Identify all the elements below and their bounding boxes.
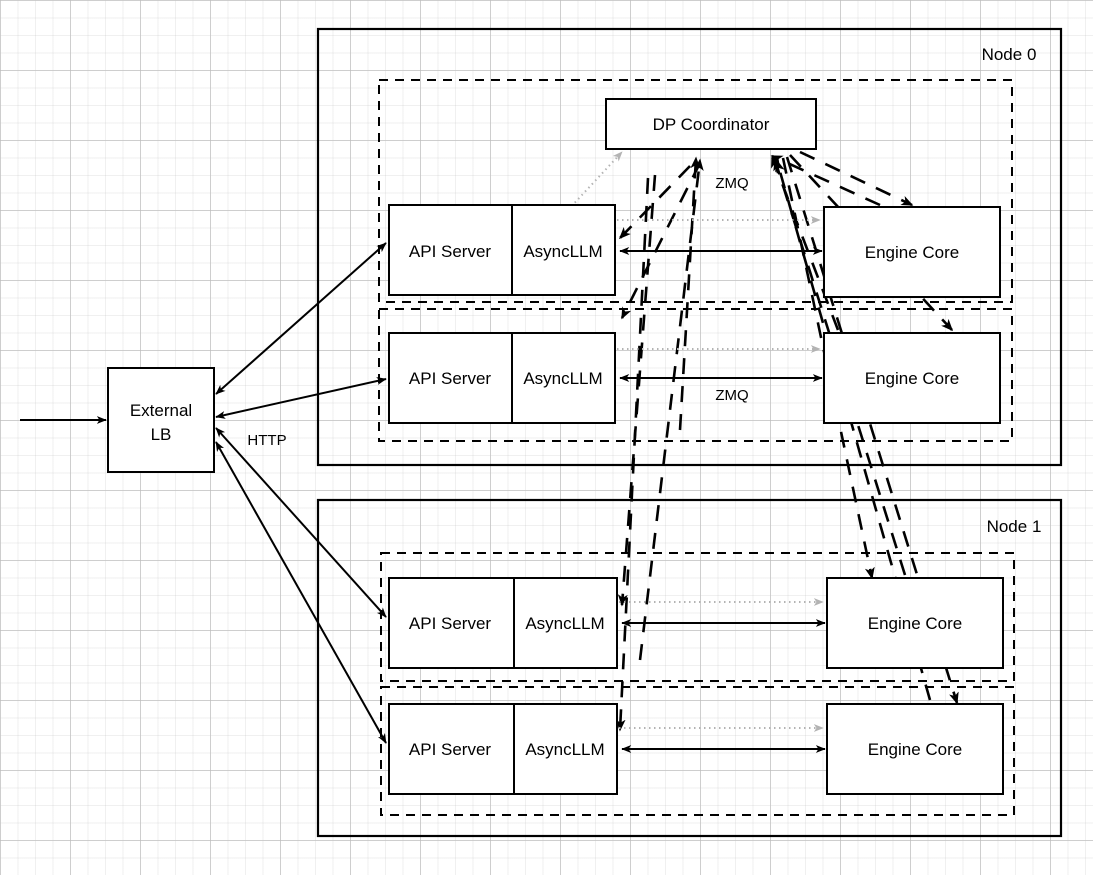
external-lb-label-line1: External xyxy=(130,401,192,420)
engine-core-box-node1-group0[interactable] xyxy=(826,577,1004,669)
external-lb-label-line2: LB xyxy=(151,425,172,444)
edge-zmq-coordinator-to-n0g0-core xyxy=(799,150,914,207)
edge-label-http: HTTP xyxy=(247,432,286,449)
edge-http-lb-n0g0-api xyxy=(215,242,387,395)
external-lb-box[interactable] xyxy=(107,367,215,473)
async-llm-label-node0-group1: AsyncLLM xyxy=(523,369,602,388)
edge-label-zmq-coordinator: ZMQ xyxy=(715,175,748,192)
edge-zmq-n0g1-asyncllm-to-coordinator xyxy=(678,156,701,431)
edge-label-zmq-node0-group1: ZMQ xyxy=(715,387,748,404)
node-label-node0: Node 0 xyxy=(982,45,1037,64)
api-server-box-node1-group0[interactable] xyxy=(388,577,618,669)
edge-zmq-coordinator-to-n1g0-core xyxy=(781,157,875,580)
engine-core-box-node1-group1[interactable] xyxy=(826,703,1004,795)
dp-coordinator-label: DP Coordinator xyxy=(653,115,770,134)
api-server-box-node1-group1[interactable] xyxy=(388,703,618,795)
node-label-node1: Node 1 xyxy=(987,517,1042,536)
api-server-label-node1-group0: API Server xyxy=(409,614,492,633)
async-llm-label-node1-group1: AsyncLLM xyxy=(525,740,604,759)
group-boundary-node0-group0 xyxy=(378,79,1013,303)
engine-core-label-node1-group1: Engine Core xyxy=(868,740,963,759)
edge-http-lb-n0g1-api xyxy=(215,377,387,419)
api-server-label-node0-group0: API Server xyxy=(409,242,492,261)
edge-zmq-coordinator-to-n1g1-asyncllm xyxy=(615,177,650,732)
api-server-label-node0-group1: API Server xyxy=(409,369,492,388)
async-llm-label-node0-group0: AsyncLLM xyxy=(523,242,602,261)
edge-zmq-n1g0-asyncllm-to-coordinator xyxy=(638,158,704,661)
api-server-label-node1-group1: API Server xyxy=(409,740,492,759)
edge-http-lb-n1g0-api xyxy=(215,427,387,618)
edge-dotted-n0g0-asyncllm-to-coordinator xyxy=(567,151,623,211)
engine-core-box-node0-group1[interactable] xyxy=(823,332,1001,424)
async-llm-label-node1-group0: AsyncLLM xyxy=(525,614,604,633)
engine-core-box-node0-group0[interactable] xyxy=(823,206,1001,298)
engine-core-label-node1-group0: Engine Core xyxy=(868,614,963,633)
dp-coordinator-box[interactable] xyxy=(605,98,817,150)
edge-http-lb-n1g1-api xyxy=(215,441,387,744)
api-server-box-node0-group1[interactable] xyxy=(388,332,616,424)
group-boundary-node1-group1 xyxy=(380,686,1015,816)
engine-core-label-node0-group1: Engine Core xyxy=(865,369,960,388)
edge-zmq-coordinator-to-n1g0-asyncllm xyxy=(617,174,657,607)
engine-core-label-node0-group0: Engine Core xyxy=(865,243,960,262)
api-server-box-node0-group0[interactable] xyxy=(388,204,616,296)
edge-zmq-coordinator-to-n0g1-asyncllm xyxy=(620,162,702,320)
